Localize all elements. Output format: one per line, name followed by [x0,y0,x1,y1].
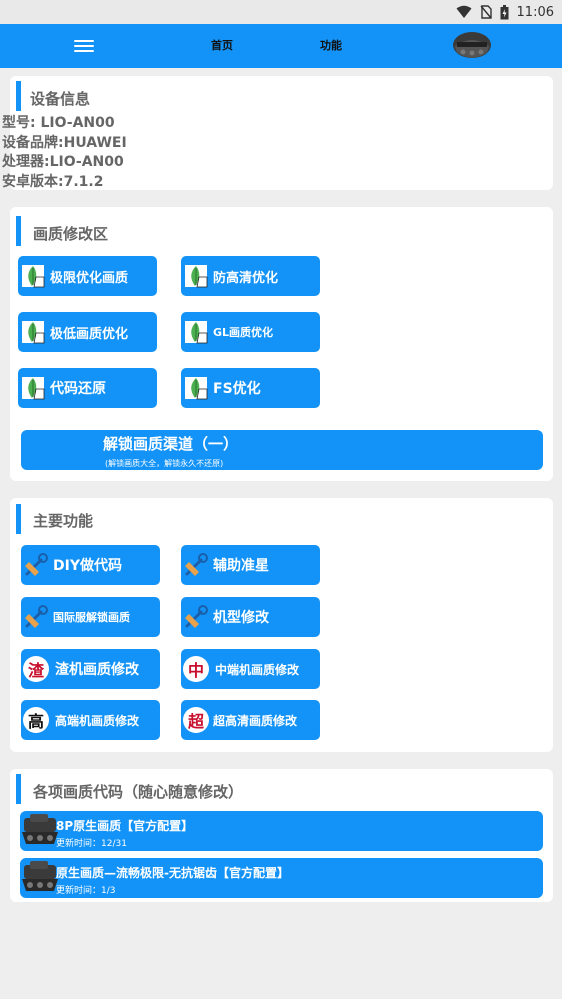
aim-assist-button[interactable]: 辅助准星 [181,545,320,585]
badge-high-icon: 高 [23,707,49,733]
quality-codes-title: 各项画质代码（随心随意修改） [33,783,244,801]
quality-button-gl[interactable]: GL画质优化 [181,312,320,352]
quality-button-restore[interactable]: 代码还原 [18,368,157,408]
leaf-icon [185,265,208,288]
status-time: 11:06 [516,4,554,20]
button-label: 国际服解锁画质 [53,611,130,624]
button-label: 代码还原 [50,381,106,397]
title-accent [16,81,21,111]
button-label: 机型修改 [213,610,269,626]
quality-button-fs[interactable]: FS优化 [181,368,320,408]
code-item-date: 更新时间：12/31 [56,839,127,849]
title-accent [16,504,21,534]
quality-button-extreme[interactable]: 极限优化画质 [18,256,157,296]
leaf-icon [22,377,45,400]
button-label: 高端机画质修改 [55,713,140,728]
leaf-icon [185,377,208,400]
tools-icon [25,605,48,628]
button-label: FS优化 [213,381,261,397]
unlock-quality-channel-button[interactable]: 解锁画质渠道（一） (解锁画质大全，解锁永久不还原) [21,430,543,470]
device-model: 型号: LIO-AN00 [2,115,115,131]
title-accent [16,216,21,246]
leaf-icon [185,321,208,344]
button-label: DIY做代码 [53,558,122,574]
device-android-version: 安卓版本:7.1.2 [2,174,104,190]
quality-button-ultra-low[interactable]: 极低画质优化 [18,312,157,352]
unlock-subtitle: (解锁画质大全，解锁永久不还原) [105,459,224,468]
code-item-date: 更新时间：1/3 [56,886,116,896]
badge-mid-icon: 中 [183,656,209,682]
high-end-quality-button[interactable]: 高 高端机画质修改 [21,700,160,740]
quality-button-anti-hd[interactable]: 防高清优化 [181,256,320,296]
no-sim-icon [479,5,492,19]
wifi-icon [456,5,472,18]
button-label: 极低画质优化 [50,326,129,342]
nav-features[interactable]: 功能 [320,39,342,52]
tools-icon [185,553,208,576]
title-accent [16,774,21,804]
button-label: 极限优化画质 [50,270,129,286]
low-end-quality-button[interactable]: 渣 渣机画质修改 [21,649,160,689]
code-item-native[interactable]: 原生画质—流畅极限-无抗锯齿【官方配置】 更新时间：1/3 [20,858,543,898]
code-item-8p[interactable]: 8P原生画质【官方配置】 更新时间：12/31 [20,811,543,851]
ultra-hd-quality-button[interactable]: 超 超高清画质修改 [181,700,320,740]
badge-low-icon: 渣 [23,656,49,682]
quality-title: 画质修改区 [33,225,109,243]
nav-home[interactable]: 首页 [211,39,233,52]
device-info-card: 设备信息 [10,76,553,190]
status-bar: 11:06 [0,0,562,24]
menu-icon[interactable] [74,38,94,54]
tank-icon [22,814,58,844]
mid-end-quality-button[interactable]: 中 中端机画质修改 [181,649,320,689]
main-functions-title: 主要功能 [33,512,94,530]
leaf-icon [22,321,45,344]
leaf-icon [22,265,45,288]
code-item-title: 原生画质—流畅极限-无抗锯齿【官方配置】 [56,866,289,880]
button-label: 超高清画质修改 [213,713,298,728]
avatar-helmet-icon[interactable] [451,28,493,62]
diy-code-button[interactable]: DIY做代码 [21,545,160,585]
device-info-title: 设备信息 [30,90,91,108]
model-modify-button[interactable]: 机型修改 [181,597,320,637]
button-label: 辅助准星 [213,558,269,574]
button-label: 防高清优化 [213,270,279,286]
button-label: 中端机画质修改 [215,662,300,677]
button-label: GL画质优化 [213,326,274,339]
device-brand: 设备品牌:HUAWEI [2,135,127,151]
code-item-title: 8P原生画质【官方配置】 [56,819,194,833]
intl-unlock-quality-button[interactable]: 国际服解锁画质 [21,597,160,637]
unlock-title: 解锁画质渠道（一） [103,435,239,453]
device-cpu: 处理器:LIO-AN00 [2,154,124,170]
button-label: 渣机画质修改 [55,662,139,678]
badge-ultra-icon: 超 [183,707,209,733]
tank-icon [22,861,58,891]
tools-icon [25,553,48,576]
tools-icon [185,605,208,628]
battery-icon [500,4,509,19]
